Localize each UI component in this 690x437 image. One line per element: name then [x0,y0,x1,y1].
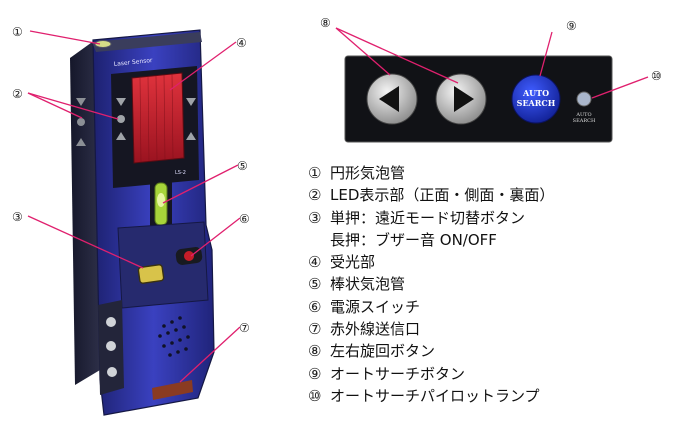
led-display-front [116,98,196,140]
receiver-window [131,72,185,164]
svg-text:AUTO: AUTO [522,88,549,98]
auto-search-button[interactable]: AUTO SEARCH [511,74,561,124]
side-button-down[interactable] [106,341,116,351]
lamp-label-line2: SEARCH [573,118,596,124]
callout-1: ① [12,25,23,39]
legend-item: 長押：ブザー音 ON/OFF [330,230,497,249]
power-switch-button[interactable] [175,246,203,265]
infrared-transmitter [152,380,193,400]
callout-8: ⑧ [320,16,331,30]
mode-switch-button[interactable] [137,264,165,284]
callout-numbers: ① ② ③ ④ ⑤ ⑥ ⑦ ⑧ ⑨ ⑩ [12,16,662,335]
rotate-right-button[interactable] [435,73,487,125]
arrow-right-icon [454,86,474,112]
auto-search-pilot-lamp [576,91,592,107]
control-panel: AUTO SEARCH AUTO SEARCH [344,55,613,143]
callout-2: ② [12,87,23,101]
callout-9: ⑨ [566,19,577,33]
lamp-label-line1: AUTO [575,112,591,118]
svg-text:SEARCH: SEARCH [517,98,556,108]
rotate-left-button[interactable] [366,73,418,125]
brand-text: Laser Sensor [113,57,153,68]
callout-7: ⑦ [239,321,250,335]
callout-6: ⑥ [239,212,250,226]
arrow-left-icon [379,86,399,112]
callout-lines [27,27,649,383]
callout-4: ④ [236,36,247,50]
callout-10: ⑩ [651,69,662,83]
circular-bubble-vial [94,40,112,48]
callout-3: ③ [12,210,23,224]
speaker-grille [158,316,190,357]
side-button-up[interactable] [106,317,116,327]
side-button-bottom[interactable] [107,367,117,377]
callout-5: ⑤ [237,159,248,173]
model-text: LS-2 [175,170,186,176]
laser-receiver-device: Laser Sensor LS-2 [70,29,215,416]
led-display-side [76,98,86,146]
